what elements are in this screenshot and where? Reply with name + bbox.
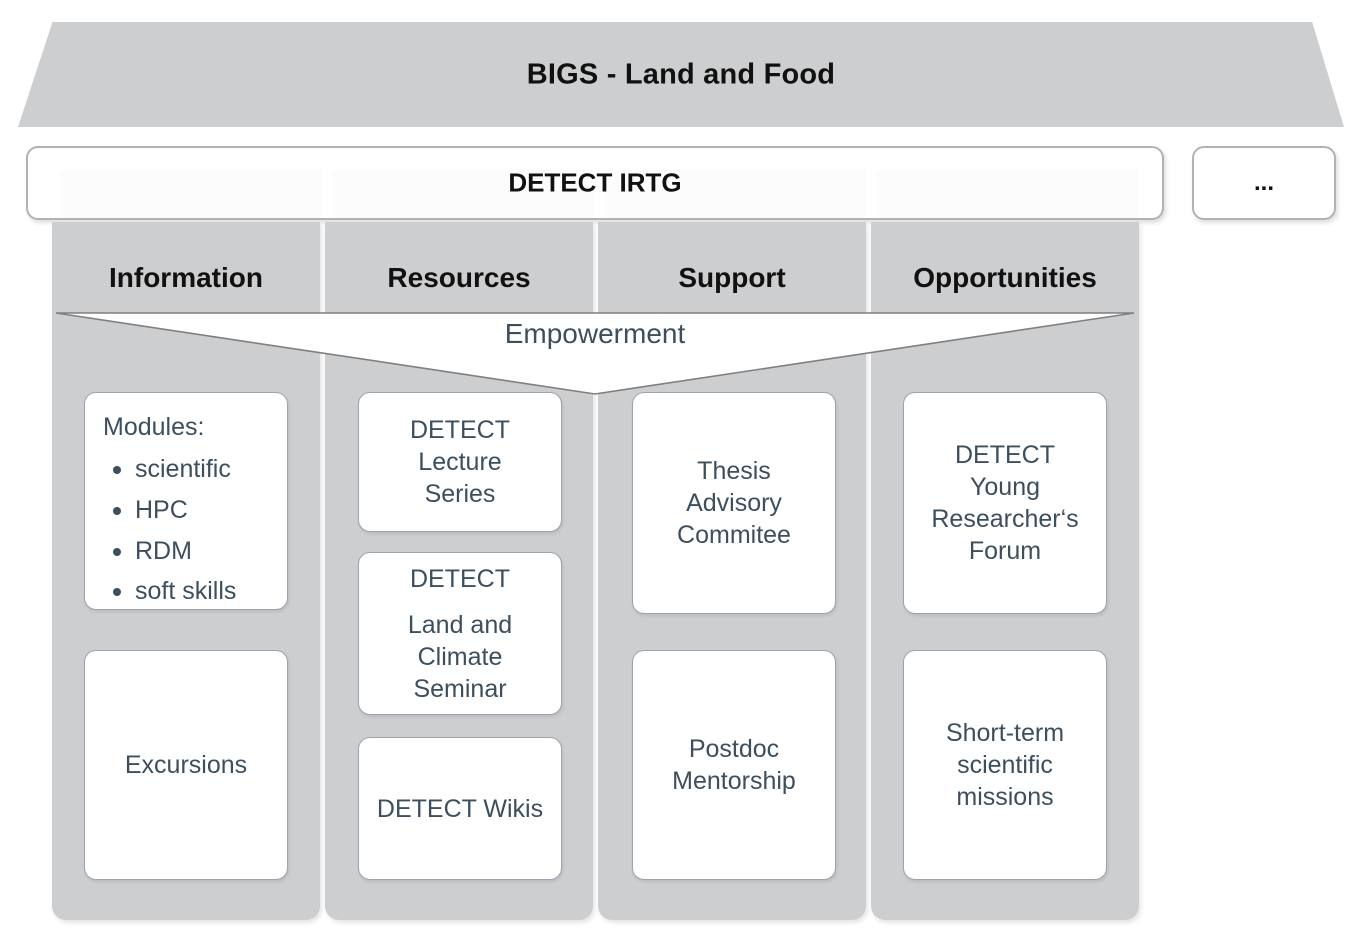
column-support: Support Thesis Advisory Commitee Postdoc…: [598, 222, 866, 920]
card-postdoc-mentorship[interactable]: Postdoc Mentorship: [632, 650, 836, 880]
modules-heading: Modules:: [103, 413, 205, 441]
card-detect-lecture-series[interactable]: DETECT Lecture Series: [358, 392, 562, 532]
card-line: missions: [956, 783, 1054, 811]
card-short-term-scientific-missions[interactable]: Short-term scientific missions: [903, 650, 1107, 880]
detect-irtg-title: DETECT IRTG: [508, 167, 682, 198]
column-title-resources: Resources: [387, 262, 531, 293]
card-line: Young: [970, 473, 1040, 501]
ghost-panel-2: [332, 170, 594, 218]
detect-irtg-box[interactable]: DETECT IRTG: [26, 146, 1164, 220]
ghost-panel-4: [876, 170, 1138, 218]
ellipsis-icon: ...: [1253, 169, 1274, 196]
list-item: RDM: [109, 531, 236, 572]
card-line: Series: [424, 480, 496, 508]
card-line: Excursions: [124, 751, 248, 779]
card-line: DETECT: [955, 441, 1055, 469]
card-line: Land and: [407, 610, 513, 639]
bigs-banner: BIGS - Land and Food: [18, 22, 1344, 127]
modules-list: scientific HPC RDM soft skills: [103, 449, 236, 612]
card-line: Advisory: [686, 489, 782, 517]
card-line: DETECT: [410, 416, 510, 444]
card-detect-land-climate-seminar[interactable]: DETECT Land and Climate Seminar: [358, 552, 562, 715]
list-item: scientific: [109, 449, 236, 490]
card-line: Thesis: [697, 457, 771, 485]
card-modules[interactable]: Modules: scientific HPC RDM soft skills: [84, 392, 288, 610]
ghost-panel-3: [604, 170, 866, 218]
card-line: Forum: [968, 537, 1042, 565]
card-line: Climate: [417, 642, 503, 671]
card-line: DETECT Wikis: [376, 794, 544, 823]
card-excursions[interactable]: Excursions: [84, 650, 288, 880]
column-title-information: Information: [109, 262, 263, 293]
card-line: scientific: [957, 751, 1053, 779]
ghost-panel-1: [60, 170, 322, 218]
empowerment-label: Empowerment: [504, 318, 686, 349]
card-line: Mentorship: [672, 767, 796, 795]
card-line: Commitee: [677, 521, 791, 549]
list-item: soft skills: [109, 571, 236, 612]
column-title-support: Support: [678, 262, 786, 293]
card-detect-young-researchers-forum[interactable]: DETECT Young Researcher‘s Forum: [903, 392, 1107, 614]
more-button[interactable]: ...: [1192, 146, 1336, 220]
card-line: Lecture: [418, 448, 502, 476]
column-opportunities: Opportunities DETECT Young Researcher‘s …: [871, 222, 1139, 920]
card-detect-wikis[interactable]: DETECT Wikis: [358, 737, 562, 880]
card-line: Seminar: [413, 674, 507, 703]
card-line: Researcher‘s: [931, 505, 1079, 533]
card-line: Short-term: [945, 719, 1065, 747]
card-thesis-advisory-commitee[interactable]: Thesis Advisory Commitee: [632, 392, 836, 614]
list-item: HPC: [109, 490, 236, 531]
card-line: DETECT: [410, 564, 510, 593]
card-line: Postdoc: [688, 735, 780, 763]
column-title-opportunities: Opportunities: [913, 262, 1097, 293]
bigs-banner-title: BIGS - Land and Food: [526, 58, 836, 90]
